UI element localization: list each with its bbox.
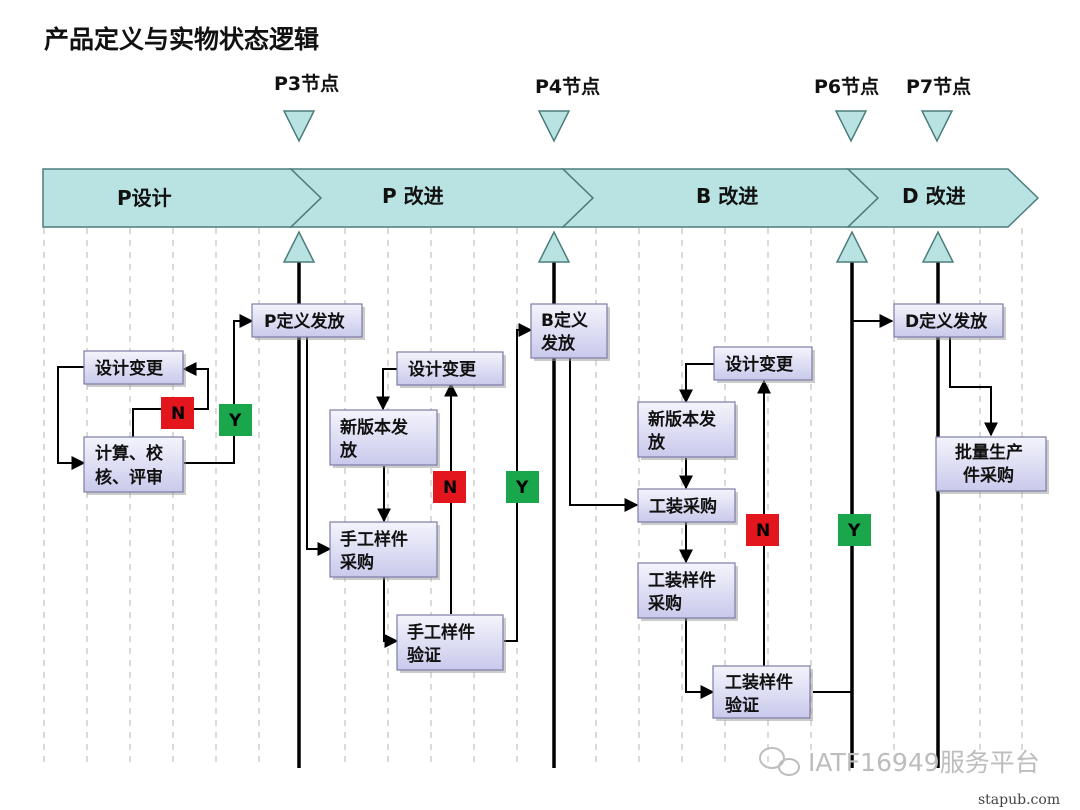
box-p-release-line-0: P定义发放 bbox=[264, 311, 345, 332]
box-design-change-3-line-0: 设计变更 bbox=[725, 354, 794, 375]
box-new-version-1: 新版本发 放 bbox=[329, 409, 440, 468]
box-tooling-purchase-line-0: 工装采购 bbox=[649, 496, 717, 517]
box-b-release: B定义 发放 bbox=[530, 303, 610, 361]
milestone-p7-marker bbox=[920, 110, 954, 143]
phase-d-improve bbox=[846, 168, 1040, 228]
box-hand-sample-verify-line-0: 手工样件 bbox=[407, 622, 475, 643]
phase-p-design-label: P设计 bbox=[117, 186, 172, 210]
flag-y-2-label: Y bbox=[515, 478, 529, 498]
milestone-p7-label: P7节点 bbox=[906, 76, 971, 98]
flag-n-3-label: N bbox=[756, 521, 770, 541]
box-tooling-sample-verify-line-1: 验证 bbox=[725, 695, 759, 716]
watermark: IATF16949服务平台 stapub.com bbox=[759, 747, 1060, 808]
box-tooling-sample-purchase-line-1: 采购 bbox=[647, 593, 682, 614]
box-design-change-3: 设计变更 bbox=[713, 346, 815, 383]
flag-y-2: Y bbox=[506, 471, 539, 503]
flag-n-2-label: N bbox=[443, 478, 457, 498]
box-design-change-2-line-0: 设计变更 bbox=[408, 359, 477, 380]
box-hand-sample-verify-line-1: 验证 bbox=[407, 645, 441, 666]
box-hand-sample-purchase: 手工样件 采购 bbox=[329, 521, 440, 580]
flag-y-1-label: Y bbox=[228, 411, 242, 431]
phase-d-improve-label: D 改进 bbox=[902, 184, 966, 208]
box-design-change-2: 设计变更 bbox=[396, 351, 506, 388]
box-d-release-line-0: D定义发放 bbox=[905, 311, 988, 332]
box-calc-review: 计算、校 核、评审 bbox=[83, 436, 186, 495]
milestone-p6-up-marker bbox=[835, 230, 869, 263]
box-calc-review-line-1: 核、评审 bbox=[95, 467, 163, 488]
box-design-change-1-line-0: 设计变更 bbox=[95, 358, 164, 379]
box-calc-review-line-0: 计算、校 bbox=[95, 443, 164, 464]
box-mass-production-line-0: 批量生产 bbox=[955, 442, 1023, 463]
phase-p-design bbox=[42, 168, 323, 228]
box-tooling-purchase: 工装采购 bbox=[637, 488, 738, 525]
box-mass-production-line-1: 件采购 bbox=[963, 465, 1014, 486]
box-tooling-sample-verify: 工装样件 验证 bbox=[712, 665, 813, 721]
box-tooling-sample-purchase-line-0: 工装样件 bbox=[648, 570, 716, 591]
box-b-release-line-1: 发放 bbox=[540, 333, 576, 354]
box-new-version-2-line-0: 新版本发 bbox=[648, 409, 717, 430]
milestone-p3-marker bbox=[282, 110, 316, 143]
box-hand-sample-purchase-line-0: 手工样件 bbox=[340, 529, 408, 550]
box-b-release-line-0: B定义 bbox=[541, 310, 588, 331]
phase-p-improve-label: P 改进 bbox=[382, 184, 444, 208]
box-tooling-sample-purchase: 工装样件 采购 bbox=[637, 562, 738, 621]
flag-n-1-label: N bbox=[171, 404, 185, 424]
flag-n-3: N bbox=[746, 514, 779, 546]
milestone-p4-label: P4节点 bbox=[535, 76, 600, 98]
box-new-version-1-line-1: 放 bbox=[339, 440, 358, 461]
box-new-version-2: 新版本发 放 bbox=[637, 401, 738, 460]
milestone-p4-marker bbox=[537, 110, 571, 143]
flag-y-3-label: Y bbox=[847, 521, 861, 541]
milestone-p6-marker bbox=[834, 110, 868, 143]
phase-b-improve-label: B 改进 bbox=[696, 184, 758, 208]
box-new-version-2-line-1: 放 bbox=[647, 432, 666, 453]
milestone-p3-up-marker bbox=[282, 230, 316, 263]
flag-n-2: N bbox=[433, 471, 466, 503]
milestone-p3-label: P3节点 bbox=[274, 73, 339, 95]
watermark-site: stapub.com bbox=[978, 792, 1060, 808]
box-p-release: P定义发放 bbox=[251, 303, 365, 340]
flag-y-3: Y bbox=[838, 514, 871, 546]
flag-n-1: N bbox=[161, 397, 194, 429]
box-hand-sample-purchase-line-1: 采购 bbox=[339, 552, 374, 573]
milestone-p6-label: P6节点 bbox=[814, 76, 879, 98]
flag-y-1: Y bbox=[219, 404, 252, 436]
milestone-p7-up-marker bbox=[921, 230, 955, 263]
box-new-version-1-line-0: 新版本发 bbox=[340, 417, 409, 438]
box-tooling-sample-verify-line-0: 工装样件 bbox=[725, 672, 793, 693]
watermark-text: IATF16949服务平台 bbox=[808, 748, 1040, 777]
box-mass-production: 批量生产 件采购 bbox=[935, 436, 1049, 494]
box-d-release: D定义发放 bbox=[893, 303, 1006, 340]
page-title: 产品定义与实物状态逻辑 bbox=[44, 25, 319, 54]
box-hand-sample-verify: 手工样件 验证 bbox=[396, 614, 506, 673]
milestone-p4-up-marker bbox=[537, 230, 571, 263]
connectors bbox=[57, 314, 998, 699]
wechat-icon bbox=[759, 747, 800, 776]
box-design-change-1: 设计变更 bbox=[83, 350, 186, 387]
